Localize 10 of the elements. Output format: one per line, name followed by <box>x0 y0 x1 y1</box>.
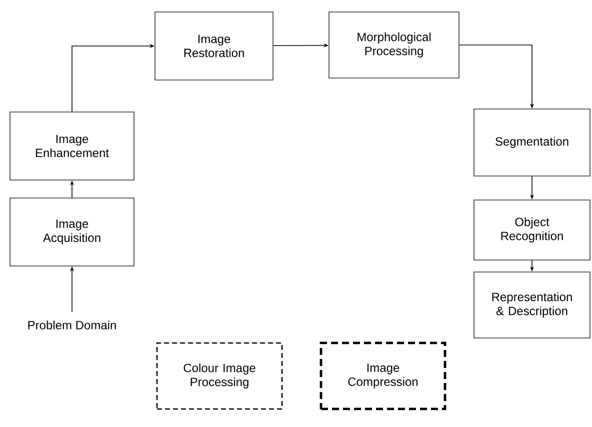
dashed-box: Colour Image Processing <box>156 342 283 410</box>
process-box: Image Enhancement <box>10 112 134 180</box>
process-box: Image Restoration <box>154 12 274 80</box>
process-box: Segmentation <box>474 108 590 176</box>
process-box: Morphological Processing <box>328 12 460 78</box>
process-box: Representation & Description <box>474 272 590 338</box>
process-box: Image Acquisition <box>10 198 134 266</box>
bare-label: Problem Domain <box>28 320 116 330</box>
dashed-box: Image Compression <box>320 342 446 410</box>
process-box: Object Recognition <box>474 200 590 260</box>
